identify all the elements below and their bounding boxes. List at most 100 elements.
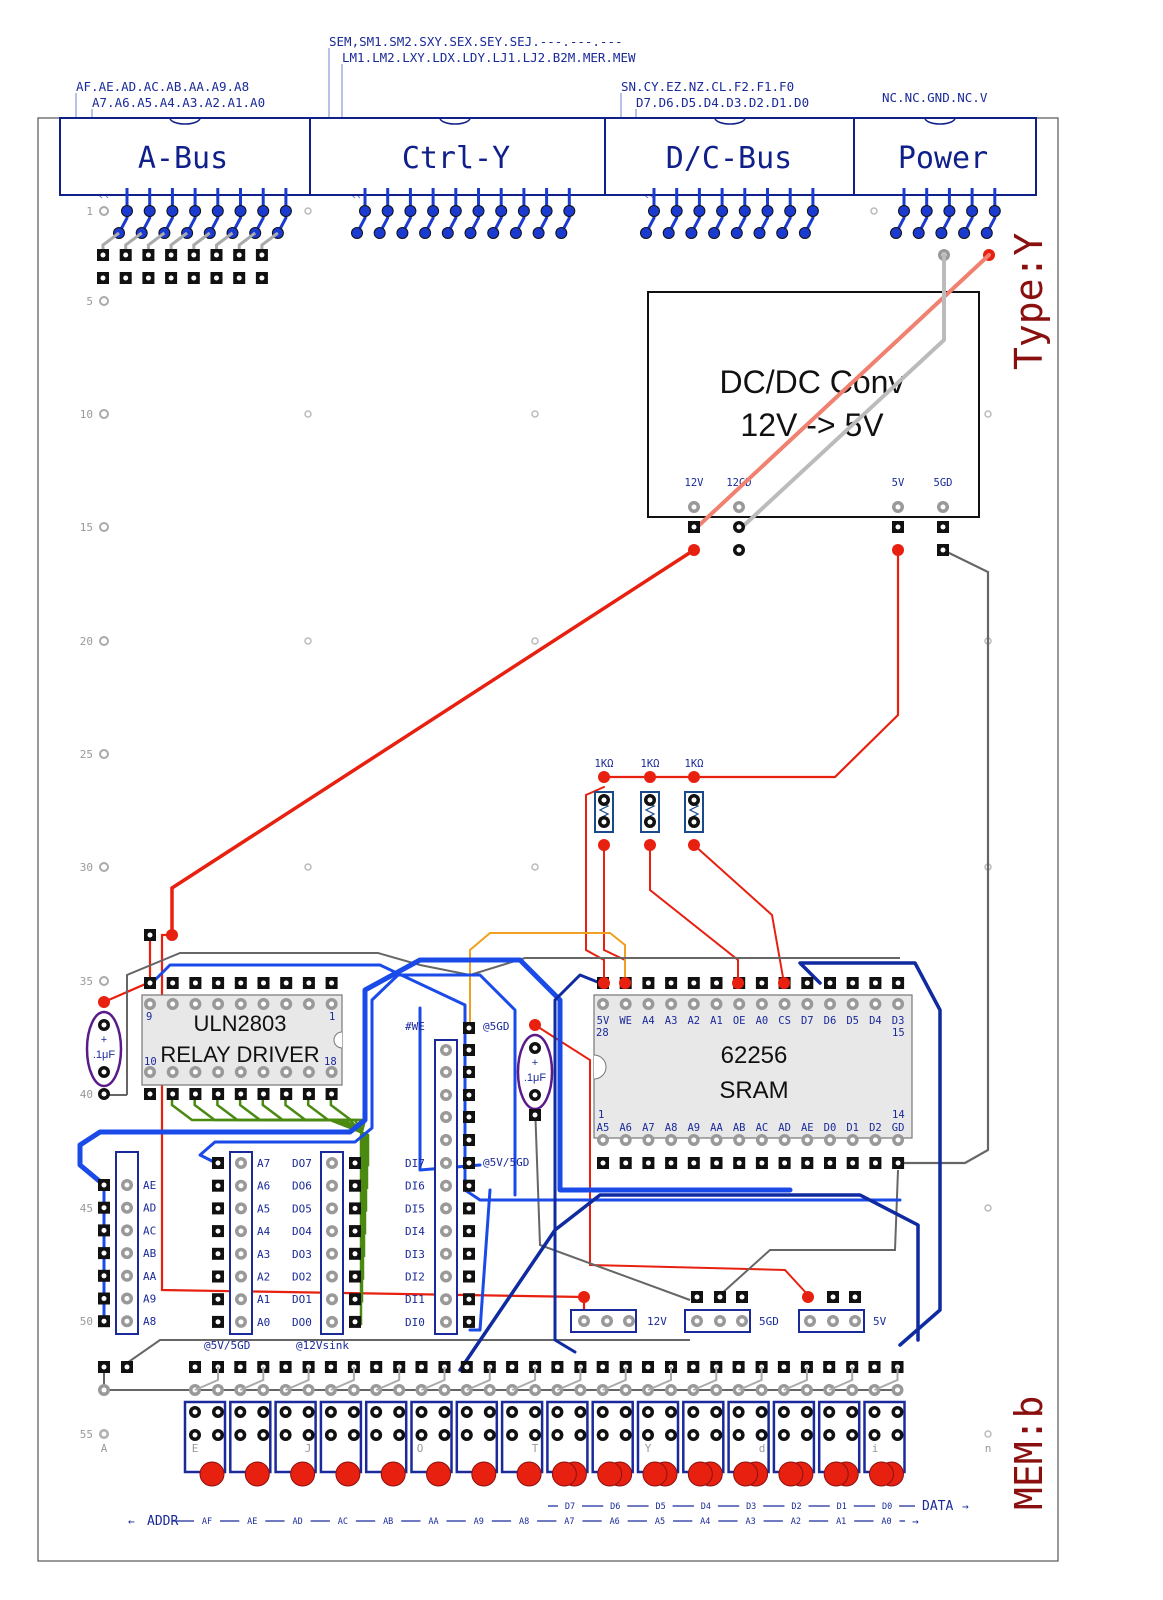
pin-hole (532, 1045, 538, 1051)
pin-blue (122, 206, 132, 216)
pin-hole (713, 1387, 719, 1393)
grid-dot (304, 863, 312, 871)
a-label-left: A9 (143, 1293, 156, 1306)
pin-blue (420, 228, 431, 238)
abus-pins-top: AF.AE.AD.AC.AB.AA.A9.A8 (76, 79, 249, 94)
grid-dot (99, 749, 109, 759)
pin-hole (192, 1432, 198, 1438)
pin-hole (352, 1160, 358, 1166)
pin-hole (443, 1319, 449, 1325)
pin-hole (717, 1318, 723, 1324)
ctrl-pins-top: SEM,SM1.SM2.SXY.SEX.SEY.SEJ.---.---.--- (329, 34, 623, 49)
pin-hole (442, 1409, 447, 1415)
led-trace (466, 1367, 491, 1391)
pin-hole (283, 1001, 289, 1007)
power-connector (853, 117, 1037, 196)
power-label: Power (898, 141, 988, 176)
pin-red (598, 839, 610, 851)
abus-pins-bottom: A7.A6.A5.A4.A3.A2.A1.A0 (92, 95, 265, 110)
led-red (551, 1461, 577, 1487)
pin-hole (691, 524, 697, 530)
pin-hole (804, 1409, 810, 1415)
di-label: DI2 (405, 1271, 425, 1284)
pin-hole (466, 1092, 472, 1098)
pin-hole (306, 1069, 312, 1075)
pin-blue (473, 206, 484, 216)
pin-blue (510, 228, 521, 238)
pin-hole (668, 1432, 674, 1438)
pin-hole (668, 1137, 674, 1143)
pin-hole (623, 1160, 629, 1166)
legend-addr-item: A0 (881, 1517, 891, 1527)
pin-hole (101, 1022, 107, 1028)
legend-bg (375, 1514, 402, 1526)
grid-dot (100, 1430, 108, 1438)
led-trace (511, 1367, 537, 1391)
pin-hole (827, 1160, 833, 1166)
pin-hole (509, 1364, 515, 1370)
pin-hole (261, 1091, 266, 1097)
capacitor-uln: + .1μF (85, 1010, 123, 1088)
pin-hole (645, 1364, 651, 1370)
pin-hole (759, 1432, 765, 1438)
pin-blue (921, 206, 932, 216)
pin-hole (668, 1160, 674, 1166)
legend-bg (603, 1499, 628, 1511)
pin-hole (872, 1001, 878, 1007)
uln-pin9: 9 (146, 1011, 152, 1023)
a-label-left: A8 (143, 1315, 156, 1328)
pin-blue (144, 206, 155, 216)
sram-bottom-pin-label: AB (733, 1122, 746, 1134)
pin-hole (759, 1137, 765, 1143)
pin-hole (442, 1387, 447, 1393)
sram-top-pin-label: D4 (869, 1015, 882, 1027)
pin-hole (645, 1137, 651, 1143)
pin-hole (259, 275, 265, 281)
pin-hole (443, 1069, 449, 1075)
pin-red (98, 996, 110, 1008)
pin-hole (830, 1294, 836, 1300)
pin-hole (581, 1318, 587, 1324)
sram-top-pin-label: D3 (892, 1015, 905, 1027)
resistor-label: 1KΩ (595, 758, 614, 770)
pin-hole (714, 1160, 719, 1166)
legend-bg (556, 1514, 583, 1526)
legend-bg (875, 1499, 900, 1511)
pin-hole (623, 1387, 629, 1393)
pin-hole (645, 1001, 651, 1007)
pin-hole (466, 1114, 472, 1120)
dcdc-pin-12v: 12V (685, 477, 705, 489)
pin-hole (396, 1432, 402, 1438)
pin-hole (895, 1001, 901, 1007)
legend-addr-item: A2 (791, 1517, 801, 1527)
pin-hole (215, 1296, 221, 1302)
a-label-left: AC (143, 1224, 156, 1237)
led-trace (285, 1367, 310, 1391)
led-trace (330, 1367, 355, 1391)
pin-hole (872, 1364, 877, 1370)
pin-hole (464, 1409, 470, 1415)
grid-dot (99, 636, 109, 646)
pin-hole (237, 1432, 243, 1438)
pin-hole (895, 504, 901, 510)
sram-top-pin-label: D6 (824, 1015, 837, 1027)
pin-hole (647, 819, 653, 825)
legend-bg (739, 1499, 764, 1511)
pin-hole (351, 1432, 357, 1438)
pin-hole (872, 980, 878, 986)
column-letter: O (417, 1442, 424, 1455)
a-label-left: AE (143, 1179, 156, 1192)
sram-top-pin-label: A0 (756, 1015, 769, 1027)
ctrl-pins-bottom: LM1.LM2.LXY.LDX.LDY.LJ1.LJ2.B2M.MER.MEW (342, 50, 636, 65)
svg-text:.1μF: .1μF (93, 1049, 116, 1061)
legend-bg (601, 1514, 628, 1526)
uln-pin18: 18 (324, 1056, 337, 1068)
pin-hole (237, 1364, 243, 1370)
v5gd-label: @5V/5GD (483, 1156, 529, 1169)
pin-hole (554, 1409, 560, 1415)
pin-blue (382, 206, 393, 216)
pin-hole (396, 1409, 402, 1415)
di-label: DI4 (405, 1225, 425, 1238)
legend-arrow: → (962, 1500, 969, 1513)
pin-hole (443, 1047, 449, 1053)
